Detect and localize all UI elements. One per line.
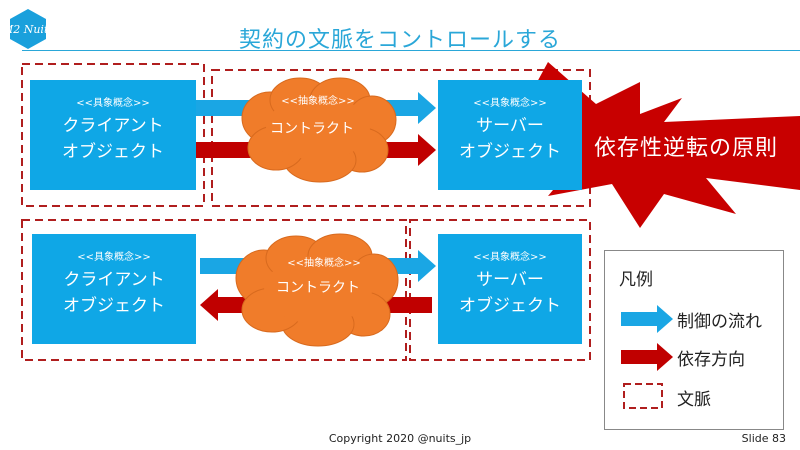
context-frame-top-client [21,63,205,207]
top-server-object: <<具象概念>> サーバー オブジェクト [438,80,582,190]
bottom-contract-cloud: <<抽象概念>> コントラクト [235,233,399,347]
logo-hexagon-icon: M2 Nuits [1,9,54,49]
top-client-name-line1: クライアント [62,116,164,136]
top-server-name-line2: オブジェクト [459,142,561,162]
context-frame-bottom-server [409,219,591,361]
slide-number: Slide 83 [741,432,786,445]
bottom-contract-stereotype: <<抽象概念>> [287,256,361,269]
legend-title: 凡例 [619,270,653,290]
legend-context-frame-icon [623,383,663,409]
top-client-stereotype: <<具象概念>> [76,98,150,109]
legend-dependency-label: 依存方向 [677,350,745,370]
top-server-stereotype: <<具象概念>> [473,98,547,109]
top-server-name-line1: サーバー [476,116,544,136]
slide-title: 契約の文脈をコントロールする [238,28,561,53]
top-contract-stereotype: <<抽象概念>> [281,94,355,107]
logo: M2 Nuits [1,8,54,50]
bottom-server-name-line1: サーバー [476,270,544,290]
context-frame-bottom-client [21,219,407,361]
bottom-server-stereotype: <<具象概念>> [473,252,547,263]
legend-control-flow-arrow-icon [621,305,673,333]
bottom-client-object: <<具象概念>> クライアント オブジェクト [32,234,196,344]
legend-control-flow-label: 制御の流れ [677,312,762,332]
legend-context-label: 文脈 [677,390,711,410]
explosion-callout-shape [518,62,800,228]
top-client-name-line2: オブジェクト [62,142,164,162]
callout-text: 依存性逆転の原則 [594,136,779,161]
logo-text: M2 Nuits [8,23,48,36]
bottom-client-stereotype: <<具象概念>> [77,252,151,263]
legend: 凡例 制御の流れ 依存方向 文脈 [604,250,784,430]
copyright-footer: Copyright 2020 @nuits_jp [328,432,472,445]
bottom-server-name-line2: オブジェクト [459,296,561,316]
top-contract-cloud: <<抽象概念>> コントラクト [241,77,397,183]
top-client-object: <<具象概念>> クライアント オブジェクト [30,80,196,190]
legend-dependency-arrow-icon [621,343,673,371]
bottom-contract-label: コントラクト [276,280,360,296]
bottom-client-name-line2: オブジェクト [63,296,165,316]
title-underline [22,50,800,51]
top-contract-label: コントラクト [270,121,354,137]
bottom-server-object: <<具象概念>> サーバー オブジェクト [438,234,582,344]
bottom-client-name-line1: クライアント [63,270,165,290]
